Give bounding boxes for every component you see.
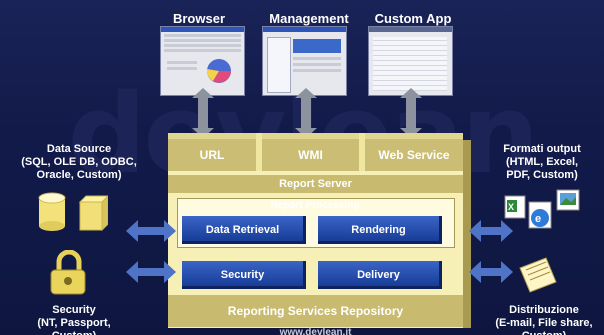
client-label-browser: Browser (172, 11, 226, 26)
tab-url: URL (199, 148, 225, 162)
arrow-formats (469, 220, 513, 242)
management-screenshot (262, 26, 347, 96)
tab-separator (359, 133, 365, 171)
arrow-distribution (469, 261, 513, 283)
tab-wmi: WMI (298, 148, 323, 162)
module-rendering: Rendering (318, 216, 442, 244)
svg-text:e: e (535, 213, 541, 225)
arrow-management-wmi (295, 88, 317, 138)
repository-band: Reporting Services Repository (168, 295, 463, 327)
report-server-title: Report Server (168, 175, 463, 193)
module-delivery: Delivery (318, 261, 442, 289)
footer-url: www.devlean.it (279, 327, 352, 335)
interface-band (168, 133, 463, 171)
custom-app-screenshot (368, 26, 453, 96)
output-format-icons: X e (504, 189, 580, 229)
arrow-datasource (126, 220, 176, 242)
client-label-custom-app: Custom App (374, 11, 452, 26)
browser-screenshot (160, 26, 245, 96)
lock-icon (50, 250, 86, 295)
envelope-icon (519, 257, 557, 293)
client-label-management: Management (269, 11, 349, 26)
arrow-customapp-webservice (400, 88, 422, 138)
tab-web-service: Web Service (378, 148, 450, 162)
arrow-security (126, 261, 176, 283)
tab-separator (256, 133, 262, 171)
database-icon (38, 192, 108, 232)
server-side-shadow (463, 140, 471, 328)
pie-chart-icon (167, 59, 231, 83)
security-label: Security (NT, Passport, Custom) (37, 304, 111, 335)
formats-label: Formati output (HTML, Excel, PDF, Custom… (503, 143, 581, 181)
svg-text:X: X (508, 202, 514, 212)
datasource-label: Data Source (SQL, OLE DB, ODBC, Oracle, … (21, 143, 137, 181)
arrow-browser-url (192, 88, 214, 138)
report-processing-label: Report Processing (270, 200, 360, 211)
module-data-retrieval: Data Retrieval (182, 216, 306, 244)
distribution-label: Distribuzione (E-mail, File share, Custo… (495, 304, 593, 335)
module-security: Security (182, 261, 306, 289)
